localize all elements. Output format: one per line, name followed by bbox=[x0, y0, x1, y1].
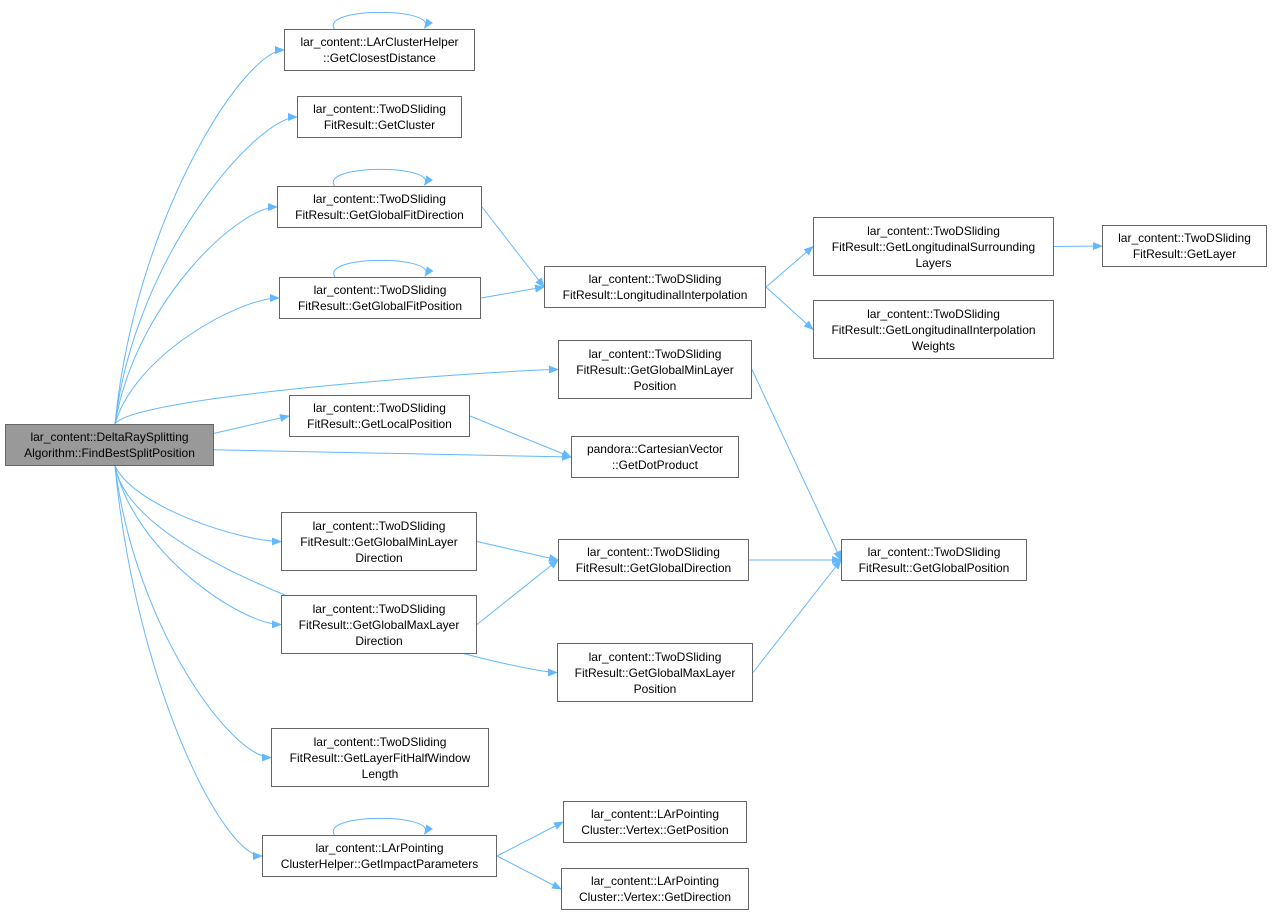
edge-getImpactParameters-to-getImpactParameters bbox=[332, 817, 433, 836]
edge-getGlobalMinLayerPosition-to-getGlobalPosition bbox=[751, 369, 842, 561]
node-label-line: lar_content::LArPointing bbox=[590, 874, 720, 888]
node-label-line: FitResult::GetLongitudinalInterpolation bbox=[831, 322, 1036, 337]
node-label-line: FitResult::GetCluster bbox=[323, 118, 436, 132]
node-label-line: Cluster::Vertex::GetPosition bbox=[581, 823, 729, 837]
node-label-line: Position bbox=[633, 681, 677, 696]
node-label-line: Cluster::Vertex::GetDirection bbox=[578, 890, 732, 904]
node-label-line: FitResult::GetGlobalFitPosition bbox=[297, 299, 463, 313]
edge-getGlobalMinLayerDirection-to-getGlobalDirection bbox=[476, 541, 559, 562]
edge-longitudinalInterpolation-to-getLongitudinalInterpolationWeights bbox=[765, 286, 814, 331]
edge-getImpactParameters-to-vertexGetDirection bbox=[496, 855, 562, 890]
edge-root-to-getGlobalFitDirection bbox=[114, 203, 278, 425]
edge-root-to-getClosestDistance bbox=[114, 46, 285, 425]
node-label-line: FitResult::GetGlobalMaxLayer bbox=[574, 665, 736, 680]
node-label-line: lar_content::TwoDSliding bbox=[313, 401, 446, 415]
edge-root-to-getGlobalFitPosition bbox=[114, 294, 280, 425]
node-label-line: Algorithm::FindBestSplitPosition bbox=[24, 446, 195, 460]
node-label-line: FitResult::GetGlobalFitDirection bbox=[295, 208, 464, 222]
node-get-global-position[interactable]: lar_content::TwoDSliding FitResult::GetG… bbox=[841, 539, 1027, 581]
node-label-line: FitResult::GetLongitudinalSurrounding bbox=[831, 239, 1036, 254]
node-label-line: lar_content::TwoDSliding bbox=[313, 102, 446, 116]
edge-getGlobalMaxLayerPosition-to-getGlobalPosition bbox=[752, 559, 842, 673]
node-get-dot-product[interactable]: pandora::CartesianVector ::GetDotProduct bbox=[571, 436, 739, 478]
node-label-line: lar_content::TwoDSliding bbox=[587, 545, 720, 559]
node-vertex-get-direction[interactable]: lar_content::LArPointing Cluster::Vertex… bbox=[561, 868, 749, 910]
node-label-line: lar_content::TwoDSliding bbox=[312, 601, 446, 616]
node-find-best-split-position[interactable]: lar_content::DeltaRaySplitting Algorithm… bbox=[5, 424, 214, 466]
node-label-line: pandora::CartesianVector bbox=[586, 442, 724, 456]
edge-getGlobalFitPosition-to-longitudinalInterpolation bbox=[480, 284, 545, 299]
node-label-line: FitResult::GetLayerFitHalfWindow bbox=[289, 750, 471, 765]
node-get-layer-fit-half-window-length[interactable]: lar_content::TwoDSliding FitResult::GetL… bbox=[271, 728, 489, 787]
node-label-line: lar_content::TwoDSliding bbox=[867, 545, 1001, 559]
node-label-line: lar_content::TwoDSliding bbox=[1118, 231, 1251, 245]
node-label-line: lar_content::TwoDSliding bbox=[313, 283, 447, 297]
node-label-line: lar_content::LArPointing bbox=[590, 807, 720, 821]
node-get-global-min-layer-direction[interactable]: lar_content::TwoDSliding FitResult::GetG… bbox=[281, 512, 477, 571]
edge-root-to-getLayerFitHalfWindowLength bbox=[114, 465, 272, 762]
node-label-line: ClusterHelper::GetImpactParameters bbox=[280, 857, 479, 871]
node-label-line: lar_content::LArClusterHelper bbox=[300, 35, 459, 49]
node-get-closest-distance[interactable]: lar_content::LArClusterHelper ::GetClose… bbox=[284, 29, 475, 71]
node-label-line: FitResult::GetGlobalMinLayer bbox=[300, 534, 458, 549]
node-label-line: Position bbox=[633, 378, 677, 393]
node-get-global-direction[interactable]: lar_content::TwoDSliding FitResult::GetG… bbox=[558, 539, 749, 581]
node-label-line: ::GetDotProduct bbox=[611, 458, 699, 472]
edge-longitudinalInterpolation-to-getLongitudinalSurroundingLayers bbox=[765, 245, 814, 288]
node-get-global-fit-position[interactable]: lar_content::TwoDSliding FitResult::GetG… bbox=[279, 277, 481, 319]
node-get-impact-parameters[interactable]: lar_content::LArPointing ClusterHelper::… bbox=[262, 835, 497, 877]
edge-root-to-getDotProduct bbox=[213, 449, 572, 461]
node-get-longitudinal-surrounding-layers[interactable]: lar_content::TwoDSliding FitResult::GetL… bbox=[813, 217, 1054, 276]
node-label-line: Direction bbox=[355, 633, 403, 648]
edge-getGlobalMaxLayerDirection-to-getGlobalDirection bbox=[476, 559, 559, 625]
node-label-line: Layers bbox=[915, 255, 952, 270]
node-label-line: lar_content::TwoDSliding bbox=[313, 734, 447, 749]
edge-getClosestDistance-to-getClosestDistance bbox=[332, 11, 433, 30]
node-label-line: Direction bbox=[355, 550, 403, 565]
node-label-line: lar_content::TwoDSliding bbox=[312, 518, 446, 533]
node-label-line: Weights bbox=[911, 338, 956, 353]
node-label-line: lar_content::DeltaRaySplitting bbox=[30, 430, 189, 444]
node-get-layer[interactable]: lar_content::TwoDSliding FitResult::GetL… bbox=[1102, 225, 1267, 267]
edge-getImpactParameters-to-vertexGetPosition bbox=[496, 821, 564, 857]
edge-getLongitudinalSurroundingLayers-to-getLayer bbox=[1053, 242, 1103, 251]
edge-getGlobalFitPosition-to-getGlobalFitPosition bbox=[333, 259, 434, 278]
node-label-line: lar_content::TwoDSliding bbox=[588, 272, 722, 286]
node-get-global-max-layer-direction[interactable]: lar_content::TwoDSliding FitResult::GetG… bbox=[281, 595, 477, 654]
edge-root-to-getCluster bbox=[114, 113, 298, 425]
node-label-line: FitResult::GetLocalPosition bbox=[307, 417, 452, 431]
node-get-local-position[interactable]: lar_content::TwoDSliding FitResult::GetL… bbox=[289, 395, 470, 437]
edge-getGlobalFitDirection-to-longitudinalInterpolation bbox=[481, 206, 545, 288]
node-get-cluster[interactable]: lar_content::TwoDSliding FitResult::GetC… bbox=[297, 96, 462, 138]
node-label-line: FitResult::GetGlobalPosition bbox=[858, 561, 1010, 575]
node-get-longitudinal-interpolation-weights[interactable]: lar_content::TwoDSliding FitResult::GetL… bbox=[813, 300, 1054, 359]
node-get-global-fit-direction[interactable]: lar_content::TwoDSliding FitResult::GetG… bbox=[277, 186, 482, 228]
node-vertex-get-position[interactable]: lar_content::LArPointing Cluster::Vertex… bbox=[563, 801, 747, 843]
node-label-line: FitResult::LongitudinalInterpolation bbox=[562, 288, 748, 302]
node-label-line: lar_content::TwoDSliding bbox=[867, 306, 1000, 321]
edge-getLocalPosition-to-getDotProduct bbox=[469, 415, 572, 458]
edge-root-to-getImpactParameters bbox=[114, 465, 263, 860]
node-label-line: lar_content::TwoDSliding bbox=[588, 649, 722, 664]
node-label-line: lar_content::TwoDSliding bbox=[313, 192, 446, 206]
node-label-line: FitResult::GetLayer bbox=[1132, 247, 1237, 261]
edge-root-to-getLocalPosition bbox=[213, 414, 290, 434]
node-get-global-min-layer-position[interactable]: lar_content::TwoDSliding FitResult::GetG… bbox=[558, 340, 752, 399]
node-label-line: FitResult::GetGlobalMinLayer bbox=[576, 362, 734, 377]
node-label-line: FitResult::GetGlobalMaxLayer bbox=[298, 617, 460, 632]
node-label-line: lar_content::LArPointing bbox=[315, 841, 444, 855]
edge-getGlobalFitDirection-to-getGlobalFitDirection bbox=[332, 168, 433, 187]
node-label-line: Length bbox=[361, 766, 399, 781]
node-label-line: ::GetClosestDistance bbox=[323, 51, 436, 65]
node-label-line: lar_content::TwoDSliding bbox=[867, 223, 1000, 238]
edge-root-to-getGlobalMinLayerDirection bbox=[114, 465, 282, 546]
edge-root-to-getGlobalMinLayerPosition bbox=[114, 365, 559, 425]
node-label-line: lar_content::TwoDSliding bbox=[588, 346, 722, 361]
node-get-global-max-layer-position[interactable]: lar_content::TwoDSliding FitResult::GetG… bbox=[557, 643, 753, 702]
node-longitudinal-interpolation[interactable]: lar_content::TwoDSliding FitResult::Long… bbox=[544, 266, 766, 308]
edge-root-to-getGlobalMaxLayerDirection bbox=[114, 465, 282, 629]
node-label-line: FitResult::GetGlobalDirection bbox=[575, 561, 732, 575]
